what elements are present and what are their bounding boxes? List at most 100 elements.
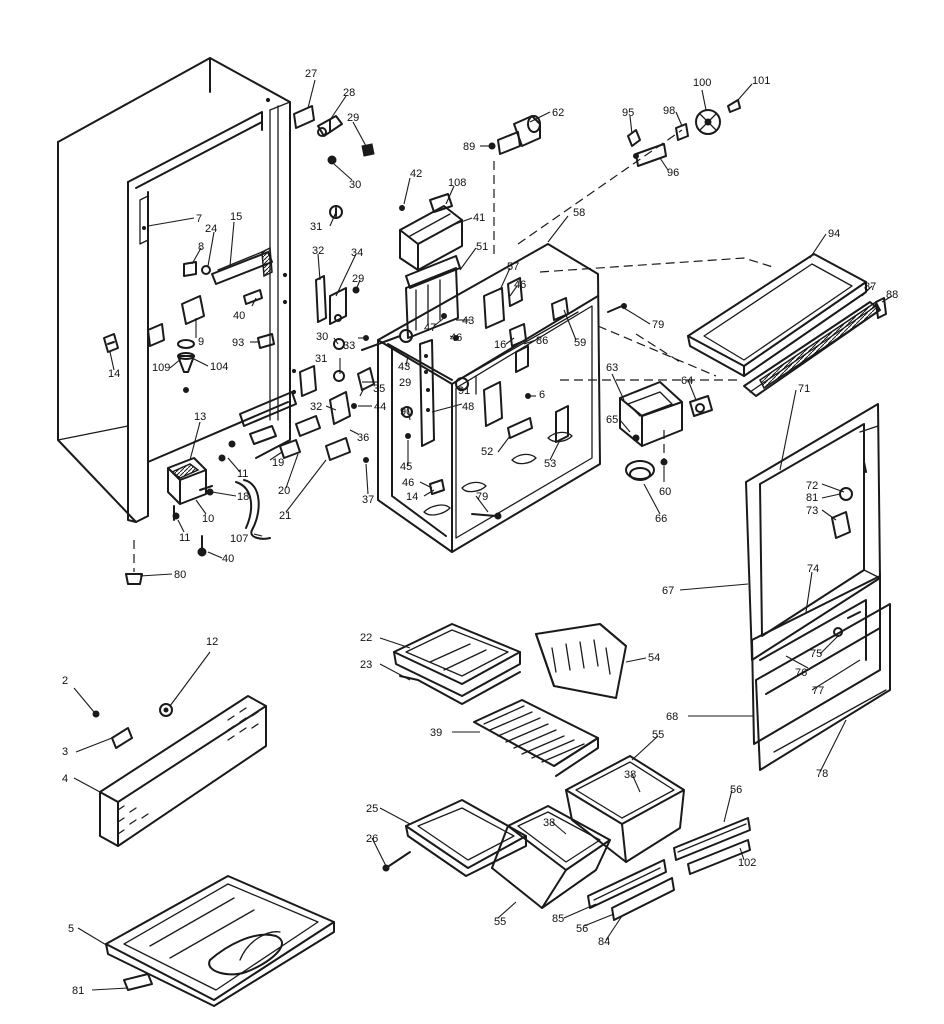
- callout: 34: [351, 247, 363, 259]
- callout: 40: [233, 310, 245, 322]
- callout: 41: [473, 212, 485, 224]
- callout: 46: [450, 332, 462, 344]
- callout: 31: [315, 353, 327, 365]
- callout: 13: [194, 411, 206, 423]
- callout-labels: 27 28 29 30 62 89 95 98 100 101 96 42 10…: [62, 68, 898, 997]
- callout: 78: [816, 768, 828, 780]
- callout: 85: [552, 913, 564, 925]
- callout: 9: [198, 336, 204, 348]
- assembly-centerlines: [493, 129, 777, 462]
- callout: 79: [476, 491, 488, 503]
- callout: 46: [514, 279, 526, 291]
- callout: 63: [606, 362, 618, 374]
- callout: 25: [366, 803, 378, 815]
- callout: 79: [652, 319, 664, 331]
- callout: 56: [730, 784, 742, 796]
- callout: 47: [424, 322, 436, 334]
- callout: 90: [400, 406, 412, 418]
- callout: 22: [360, 632, 372, 644]
- callout: 66: [655, 513, 667, 525]
- callout: 32: [312, 245, 324, 257]
- callout: 40: [222, 553, 234, 565]
- callout: 21: [279, 510, 291, 522]
- callout: 68: [666, 711, 678, 723]
- callout: 29: [352, 273, 364, 285]
- callout: 55: [652, 729, 664, 741]
- callout: 36: [357, 432, 369, 444]
- callout: 11: [237, 468, 248, 480]
- upper-hinge-parts: [293, 105, 375, 219]
- callout: 54: [648, 652, 660, 664]
- callout: 72: [806, 480, 818, 492]
- callout: 58: [573, 207, 585, 219]
- callout: 18: [237, 491, 249, 503]
- callout: 32: [310, 401, 322, 413]
- callout: 71: [798, 383, 810, 395]
- callout: 27: [305, 68, 317, 80]
- callout: 24: [205, 223, 217, 235]
- callout: 26: [366, 833, 378, 845]
- callout: 3: [62, 746, 68, 758]
- callout: 59: [574, 337, 586, 349]
- callout: 43: [398, 361, 410, 373]
- callout: 108: [448, 177, 466, 189]
- callout: 104: [210, 361, 228, 373]
- callout: 76: [795, 667, 807, 679]
- callout: 87: [864, 281, 876, 293]
- callout: 6: [539, 389, 545, 401]
- callout-leaders: [73, 79, 893, 991]
- center-hinge-hardware: [299, 275, 401, 463]
- callout: 100: [693, 77, 711, 89]
- callout: 101: [752, 75, 770, 87]
- callout: 20: [278, 485, 290, 497]
- callout: 56: [576, 923, 588, 935]
- callout: 73: [806, 505, 818, 517]
- door-panel: [92, 695, 267, 847]
- callout: 12: [206, 636, 218, 648]
- callout: 64: [681, 375, 693, 387]
- callout: 37: [362, 494, 374, 506]
- callout: 15: [230, 211, 242, 223]
- callout: 16: [494, 339, 506, 351]
- callout: 43: [462, 315, 474, 327]
- callout: 14: [406, 491, 418, 503]
- callout: 65: [606, 414, 618, 426]
- callout: 29: [399, 377, 411, 389]
- callout: 23: [360, 659, 372, 671]
- callout: 67: [662, 585, 674, 597]
- callout: 29: [347, 112, 359, 124]
- callout: 53: [544, 458, 556, 470]
- callout: 80: [174, 569, 186, 581]
- fan-motor-assembly: [488, 99, 741, 167]
- callout: 11: [179, 532, 190, 544]
- callout: 46: [402, 477, 414, 489]
- callout: 94: [828, 228, 840, 240]
- callout: 52: [481, 446, 493, 458]
- callout: 30: [349, 179, 361, 191]
- callout: 81: [806, 492, 818, 504]
- callout: 31: [310, 221, 322, 233]
- callout: 5: [68, 923, 74, 935]
- door-gasket-frames: [745, 403, 891, 771]
- callout: 95: [622, 107, 634, 119]
- callout: 10: [202, 513, 214, 525]
- callout: 60: [659, 486, 671, 498]
- shelves-and-bins: [393, 623, 627, 777]
- callout: 45: [400, 461, 412, 473]
- callout: 19: [272, 457, 284, 469]
- callout: 62: [552, 107, 564, 119]
- callout: 88: [886, 289, 898, 301]
- callout: 107: [230, 533, 248, 545]
- callout: 98: [663, 105, 675, 117]
- air-damper-assembly: [619, 381, 713, 481]
- callout: 42: [410, 168, 422, 180]
- vegetable-drawers: [382, 755, 751, 921]
- left-interior-hardware: [103, 246, 351, 462]
- callout: 38: [543, 817, 555, 829]
- callout: 30: [316, 331, 328, 343]
- callout: 75: [810, 648, 822, 660]
- callout: 38: [624, 769, 636, 781]
- callout: 91: [458, 385, 470, 397]
- callout: 109: [152, 362, 170, 374]
